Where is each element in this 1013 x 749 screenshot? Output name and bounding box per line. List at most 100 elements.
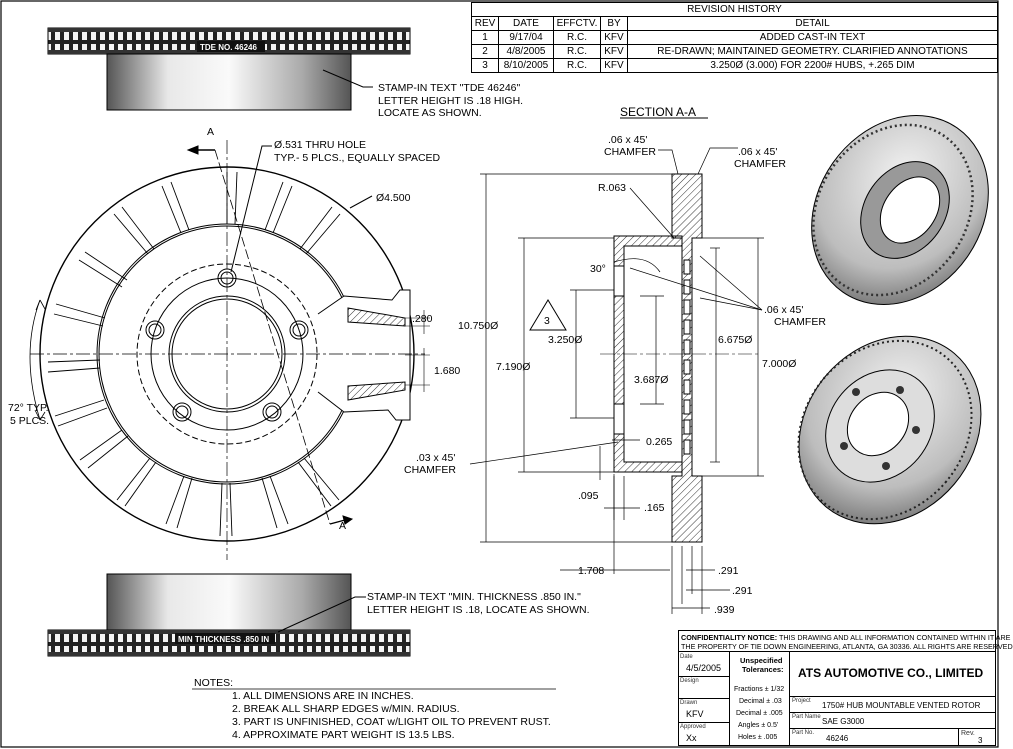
hole-note-1: Ø.531 THRU HOLE xyxy=(274,139,367,151)
tolerance-col xyxy=(730,652,790,746)
col-rev: REV xyxy=(471,16,499,31)
top-band-text: TDE NO. 46246 xyxy=(200,43,257,52)
chamfer-top-left-1: .06 x 45' xyxy=(608,134,648,146)
tb-rule xyxy=(790,696,996,697)
cell: 8/10/2005 xyxy=(498,58,554,73)
tol-fractions: Fractions ± 1/32 xyxy=(734,686,785,693)
tb-rule xyxy=(678,676,730,677)
confidentiality-box xyxy=(678,630,996,652)
chamfer-top-left-2: CHAMFER xyxy=(604,146,656,158)
bolt-circle-dim: Ø4.500 xyxy=(376,192,411,204)
tol-decimal-1: Decimal ± .03 xyxy=(739,698,782,705)
cell: R.C. xyxy=(553,30,601,45)
chamfer-top-right-2: CHAMFER xyxy=(734,158,786,170)
note-item: 1. ALL DIMENSIONS ARE IN INCHES. xyxy=(232,690,414,702)
revision-table: REVISION HISTORY REV DATE EFFCTV. BY DET… xyxy=(471,2,998,73)
note-item: 3. PART IS UNFINISHED, COAT w/LIGHT OIL … xyxy=(232,716,551,728)
dim-165: .165 xyxy=(644,502,665,514)
cell: KFV xyxy=(600,30,628,45)
tb-rule xyxy=(958,728,959,746)
section-mark-top: A xyxy=(207,126,215,138)
drawn-value: KFV xyxy=(686,709,704,719)
tol-decimal-2: Decimal ± .005 xyxy=(736,710,783,717)
dim-10750: 10.750Ø xyxy=(458,320,499,332)
dim-291-a: .291 xyxy=(718,565,739,577)
cell: R.C. xyxy=(553,58,601,73)
notes-title: NOTES: xyxy=(194,677,234,689)
confidentiality-line-1: CONFIDENTIALITY NOTICE: THIS DRAWING AND… xyxy=(681,633,1011,642)
table-row: 1 9/17/04 R.C. KFV ADDED CAST-IN TEXT xyxy=(471,30,998,45)
dim-1680: 1.680 xyxy=(434,365,461,377)
design-label: Design xyxy=(680,678,699,684)
cell: KFV xyxy=(600,58,628,73)
dim-0265: 0.265 xyxy=(646,436,673,448)
tol-title-1: Unspecified xyxy=(740,656,783,665)
tb-left-col xyxy=(678,652,730,746)
dim-3250: 3.250Ø xyxy=(548,334,583,346)
section-title: SECTION A-A xyxy=(620,105,697,119)
title-block xyxy=(678,630,996,746)
approved-label: Approved xyxy=(680,724,706,730)
tol-angles: Angles ± 0.5' xyxy=(738,722,779,729)
project-value: 1750# HUB MOUNTABLE VENTED ROTOR xyxy=(822,701,981,710)
tb-rule xyxy=(790,712,996,713)
dim-7000: 7.000Ø xyxy=(762,358,797,370)
section-a-a xyxy=(469,117,764,614)
tb-rule xyxy=(790,728,996,729)
chamfer-low-1: .03 x 45' xyxy=(416,452,456,464)
col-detail: DETAIL xyxy=(627,16,998,31)
part-no-label: Part No. xyxy=(792,730,815,736)
project-label: Project xyxy=(792,698,811,704)
bottom-band-text: MIN THICKNESS .850 IN xyxy=(178,635,270,644)
bottom-stamp-note-1: STAMP-IN TEXT "MIN. THICKNESS .850 IN." xyxy=(367,591,581,603)
angle-dim: 30° xyxy=(590,263,606,275)
section-mark-bottom: A xyxy=(339,520,347,532)
cell: 1 xyxy=(471,30,499,45)
part-name-label: Part Name xyxy=(792,714,821,720)
drawn-label: Drawn xyxy=(680,700,698,706)
top-stamp-note-3: LOCATE AS SHOWN. xyxy=(378,107,482,119)
cell: KFV xyxy=(600,44,628,59)
dim-291-b: .291 xyxy=(732,585,753,597)
tol-title-2: Tolerances: xyxy=(742,665,784,674)
col-by: BY xyxy=(600,16,628,31)
bottom-stamp-note-2: LETTER HEIGHT IS .18, LOCATE AS SHOWN. xyxy=(367,604,590,616)
chamfer-mid-1: .06 x 45' xyxy=(764,304,804,316)
rev-label: Rev. xyxy=(961,730,975,737)
angle-note-1: 72° TYP. xyxy=(8,402,49,414)
dim-939: .939 xyxy=(714,604,735,616)
revision-title: REVISION HISTORY xyxy=(471,2,998,17)
cell: 2 xyxy=(471,44,499,59)
chamfer-low-2: CHAMFER xyxy=(404,464,456,476)
approved-value: Xx xyxy=(686,733,697,743)
angle-note-2: 5 PLCS. xyxy=(10,415,50,427)
cell: 4/8/2005 xyxy=(498,44,554,59)
part-no-value: 46246 xyxy=(826,734,849,743)
cell: 3.250Ø (3.000) FOR 2200# HUBS, +.265 DIM xyxy=(627,58,998,73)
revision-header-row: REV DATE EFFCTV. BY DETAIL xyxy=(471,16,998,31)
flag-3: 3 xyxy=(544,315,550,327)
company-name: ATS AUTOMOTIVE CO., LIMITED xyxy=(798,666,984,680)
top-stamp-note-1: STAMP-IN TEXT "TDE 46246" xyxy=(378,82,521,94)
dim-3687: 3.687Ø xyxy=(634,374,669,386)
rev-value: 3 xyxy=(978,736,983,745)
cell: RE-DRAWN; MAINTAINED GEOMETRY. CLARIFIED… xyxy=(627,44,998,59)
chamfer-top-right-1: .06 x 45' xyxy=(738,146,778,158)
tb-rule xyxy=(678,698,730,699)
chamfer-mid-2: CHAMFER xyxy=(774,316,826,328)
cell: ADDED CAST-IN TEXT xyxy=(627,30,998,45)
date-label: Date xyxy=(680,654,693,660)
hole-note-2: TYP.- 5 PLCS., EQUALLY SPACED xyxy=(274,152,441,164)
table-row: 2 4/8/2005 R.C. KFV RE-DRAWN; MAINTAINED… xyxy=(471,44,998,59)
dim-7190: 7.190Ø xyxy=(496,361,531,373)
tb-rule xyxy=(678,722,730,723)
date-value: 4/5/2005 xyxy=(686,663,722,673)
note-item: 4. APPROXIMATE PART WEIGHT IS 13.5 LBS. xyxy=(232,729,455,741)
dim-1708: 1.708 xyxy=(578,565,605,577)
top-stamp-note-2: LETTER HEIGHT IS .18 HIGH. xyxy=(378,95,524,107)
top-side-view xyxy=(47,27,411,111)
cell: 3 xyxy=(471,58,499,73)
col-date: DATE xyxy=(498,16,554,31)
table-row: 3 8/10/2005 R.C. KFV 3.250Ø (3.000) FOR … xyxy=(471,58,998,73)
